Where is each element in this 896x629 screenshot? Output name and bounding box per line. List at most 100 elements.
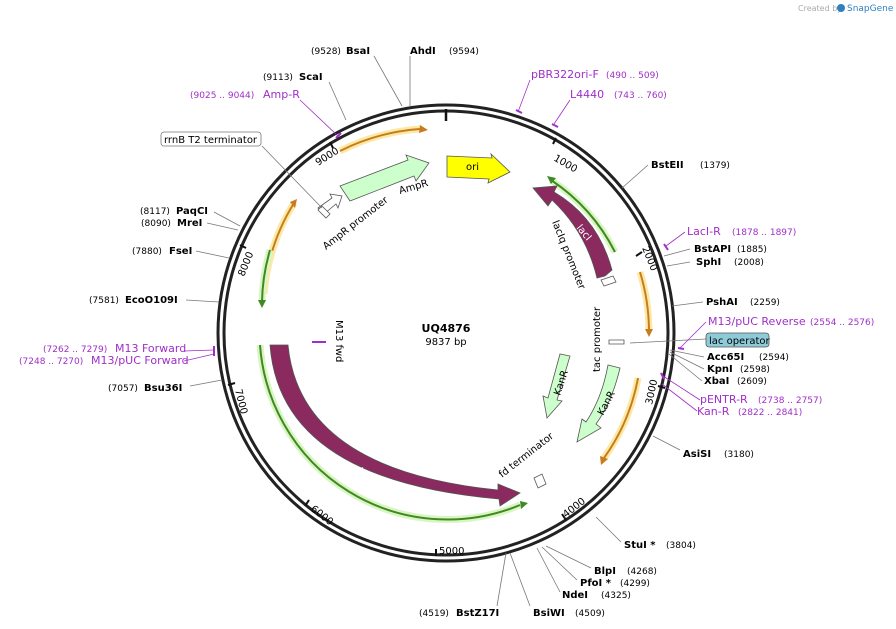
leader-laci-r [665, 231, 686, 247]
site-bsai-name[interactable]: BsaI [346, 46, 370, 57]
site-scai-name[interactable]: ScaI [299, 72, 323, 83]
rrnb-terminator-box[interactable] [160, 131, 262, 147]
primer-kan-r-range: (2822 .. 2841) [738, 408, 802, 418]
site-fsei-name[interactable]: FseI [169, 246, 192, 257]
primer-m13-puc-forward-name[interactable]: M13/pUC Forward [91, 354, 189, 367]
site-bstz17i-pos: (4519) [419, 609, 449, 619]
leader-paqci [213, 211, 241, 227]
primer-laci-r-name[interactable]: LacI-R [687, 225, 721, 238]
site-bsteii-pos: (1379) [700, 161, 730, 171]
site-kpni-pos: (2598) [740, 365, 770, 375]
primer-amp-r-range: (9025 .. 9044) [190, 91, 254, 101]
plasmid-name: UQ4876 [422, 322, 471, 335]
site-bstz17i-name[interactable]: BstZ17I [456, 608, 499, 619]
feature-kanr-2[interactable] [576, 364, 621, 443]
site-mrei-pos: (8090) [141, 219, 171, 229]
site-pfoi-pos: (4299) [620, 579, 650, 589]
leader-stui [595, 516, 622, 543]
leader-bsteii [621, 164, 649, 189]
leader-pentr-r [662, 375, 701, 401]
feature-ori[interactable] [446, 152, 511, 184]
feature-lacz[interactable] [269, 344, 521, 507]
primer-laci-r-range: (1878 .. 1897) [732, 228, 796, 238]
leader-pshai [671, 301, 704, 307]
site-blpi-pos: (4268) [627, 567, 657, 577]
primer-m13-forward-name[interactable]: M13 Forward [115, 342, 186, 355]
site-asisi-name[interactable]: AsiSI [683, 449, 711, 460]
primer-pbr322ori-f-name[interactable]: pBR322ori-F [531, 68, 599, 81]
site-ndei-name[interactable]: NdeI [562, 590, 588, 601]
feature-rrnb-terminator[interactable] [317, 205, 331, 219]
site-kpni-name[interactable]: KpnI [707, 364, 733, 375]
site-sphi-pos: (2008) [734, 258, 764, 268]
rrnb-terminator-label: rrnB T2 terminator [164, 135, 258, 146]
site-blpi-name[interactable]: BlpI [594, 566, 616, 577]
feature-fd-terminator-label: fd terminator [497, 430, 557, 480]
primer-pentr-r-name[interactable]: pENTR-R [700, 393, 748, 406]
primer-m13-puc-reverse-mark [677, 347, 685, 350]
site-ahdi-name[interactable]: AhdI [410, 46, 436, 57]
leader-blpi [545, 545, 592, 569]
tick-mark-8000 [239, 244, 247, 249]
leader-xbai [668, 353, 703, 382]
plasmid-size: 9837 bp [425, 337, 466, 348]
site-ecoo109i-name[interactable]: EcoO109I [125, 295, 178, 306]
site-bsai-pos: (9528) [311, 47, 341, 57]
leader-kpni [669, 351, 705, 370]
feature-kanr-1[interactable] [542, 353, 571, 419]
site-bsteii-name[interactable]: BstEII [651, 160, 684, 171]
leader-bsai [373, 55, 403, 107]
primer-laci-r-mark [663, 243, 669, 251]
feature-tac-promoter[interactable] [608, 339, 625, 345]
feature-laci[interactable] [532, 185, 613, 279]
watermark-brand: SnapGene [847, 4, 894, 14]
feature-laciq-promoter[interactable] [600, 275, 617, 287]
site-fsei-pos: (7880) [132, 247, 162, 257]
site-paqci-name[interactable]: PaqCI [176, 206, 208, 217]
primer-kan-r-name[interactable]: Kan-R [697, 405, 730, 418]
site-bstapi-pos: (1885) [737, 245, 767, 255]
tick-mark-2000 [635, 251, 643, 257]
primer-l4440-mark [551, 123, 559, 128]
tick-label-9000: 9000 [314, 146, 341, 169]
site-bstapi-name[interactable]: BstAPI [694, 244, 731, 255]
snapgene-logo-icon [837, 4, 845, 12]
leader-bstz17i [496, 552, 507, 607]
site-pfoi-name[interactable]: PfoI * [580, 578, 612, 589]
primer-amp-r-name[interactable]: Amp-R [263, 88, 300, 101]
site-paqci-pos: (8117) [140, 207, 170, 217]
leader-m13-forward [183, 349, 215, 352]
site-bsiwi-name[interactable]: BsiWI [533, 608, 565, 619]
site-mrei-name[interactable]: MreI [177, 218, 202, 229]
leader-fsei [195, 250, 230, 259]
leader-m13-puc-forward [183, 353, 215, 362]
feature-ampr[interactable] [339, 154, 430, 202]
site-pshai-name[interactable]: PshAI [706, 297, 738, 308]
leader-amp-r [299, 99, 339, 137]
lac-operator-box[interactable] [705, 332, 770, 348]
primer-m13-puc-reverse-name[interactable]: M13/pUC Reverse [708, 315, 806, 328]
orf-arc-ampr-arrow [419, 125, 428, 133]
primers: pBR322ori-F (490 .. 509) L4440 (743 .. 7… [19, 68, 874, 418]
tick-label-5000: 5000 [439, 546, 464, 557]
site-sphi-name[interactable]: SphI [696, 257, 721, 268]
orf-arc-laci-arrow [547, 176, 556, 184]
site-scai-pos: (9113) [263, 73, 293, 83]
leader-ndei [536, 547, 561, 593]
site-stui-name[interactable]: StuI * [624, 540, 656, 551]
lac-operator-label: lac operator [709, 336, 770, 347]
leader-mrei [206, 222, 239, 231]
site-asisi-pos: (3180) [724, 450, 754, 460]
primer-l4440-name[interactable]: L4440 [570, 88, 604, 101]
leader-m13-puc-reverse [679, 321, 707, 349]
tick-label-3000: 3000 [644, 378, 660, 405]
lac-operator-leader [629, 338, 707, 344]
site-xbai-name[interactable]: XbaI [704, 376, 729, 387]
feature-fd-terminator[interactable] [533, 473, 547, 489]
tick-mark-3000 [657, 385, 666, 389]
tick-mark-1000 [552, 137, 557, 145]
site-bsu36i-name[interactable]: Bsu36I [144, 383, 182, 394]
tick-mark-9000 [329, 141, 334, 149]
site-acc65i-name[interactable]: Acc65I [707, 352, 744, 363]
primer-l4440-range: (743 .. 760) [614, 91, 667, 101]
